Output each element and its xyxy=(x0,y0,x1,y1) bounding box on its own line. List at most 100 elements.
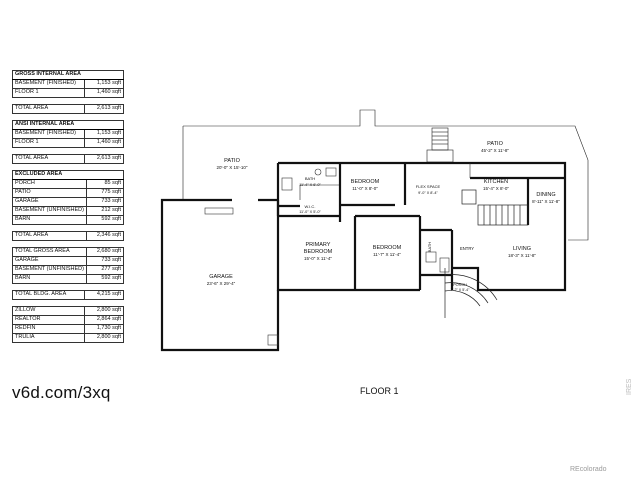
room-labels: PATIO 20'-0" X 15'-10" PATIO 45'-2" X 11… xyxy=(207,141,560,292)
bedroom2-dim: 11'-7" X 11'-4" xyxy=(373,252,401,257)
row-value: 1,730 sqft xyxy=(84,324,124,334)
wic-dim: 11'-0" X 5'-0" xyxy=(299,210,321,214)
garage-details xyxy=(204,207,279,346)
table-row: BASEMENT (FINISHED)1,153 sqft xyxy=(12,79,124,89)
row-value: 2,680 sqft xyxy=(85,247,125,257)
row-label: FLOOR 1 xyxy=(12,138,85,148)
bath2-name: BATH xyxy=(427,242,432,252)
garage-name: GARAGE xyxy=(209,274,233,280)
patio-right-name: PATIO xyxy=(487,141,503,147)
watermark: IRES xyxy=(626,378,633,395)
patio-right-dim: 45'-2" X 11'-8" xyxy=(481,148,509,153)
garage-dim: 23'-6" X 29'-4" xyxy=(207,281,236,286)
row-value: 592 sqft xyxy=(85,215,125,225)
short-url[interactable]: v6d.com/3xq xyxy=(12,383,111,402)
total-value: 2,613 sqft xyxy=(84,104,124,114)
bedroom1-dim: 11'-0" X 8'-0" xyxy=(352,186,378,191)
row-value: 1,153 sqft xyxy=(84,129,124,139)
table-title: EXCLUDED AREA xyxy=(12,170,124,180)
primary-dim: 15'-0" X 11'-4" xyxy=(304,256,332,261)
dining-name: DINING xyxy=(536,192,555,198)
row-value: 733 sqft xyxy=(85,256,125,266)
living-name: LIVING xyxy=(513,246,531,252)
table-title: GROSS INTERNAL AREA xyxy=(12,70,124,80)
row-label: PATIO xyxy=(12,188,87,198)
bedroom2-name: BEDROOM xyxy=(373,245,402,251)
porch-name: PORCH xyxy=(453,283,467,287)
bath-dim: 11'-4" X 6'-0" xyxy=(299,183,321,187)
row-label: FLOOR 1 xyxy=(12,88,85,98)
primary-name-2: BEDROOM xyxy=(304,249,333,255)
row-value: 1,460 sqft xyxy=(84,138,124,148)
listing-credit: REcolorado xyxy=(570,466,607,473)
total-value: 2,613 sqft xyxy=(84,154,124,164)
stair-rear xyxy=(426,127,454,163)
row-label: BARN xyxy=(12,215,87,225)
entry-name: ENTRY xyxy=(460,246,474,251)
total-value: 2,346 sqft xyxy=(85,231,125,241)
row-label: TRULIA xyxy=(12,333,85,343)
row-label: REDFIN xyxy=(12,324,85,334)
row-value: 2,800 sqft xyxy=(84,306,124,316)
flex-dim: 9'-0" X 8'-4" xyxy=(418,191,438,195)
row-value: 277 sqft xyxy=(85,265,125,275)
patio-left-name: PATIO xyxy=(224,158,240,164)
row-value: 4,215 sqft xyxy=(84,290,124,300)
row-label: GARAGE xyxy=(12,197,87,207)
table-row: BASEMENT (FINISHED)1,153 sqft xyxy=(12,129,124,139)
total-label: TOTAL AREA xyxy=(12,231,87,241)
house-walls xyxy=(276,161,567,292)
row-label: GARAGE xyxy=(12,256,87,266)
garage-walls xyxy=(160,198,280,352)
table-row: BASEMENT (UNFINISHED)212 sqft xyxy=(12,206,125,216)
porch-steps xyxy=(444,268,498,318)
kitchen-name: KITCHEN xyxy=(484,179,508,185)
row-label: ZILLOW xyxy=(12,306,85,316)
table-title: ANSI INTERNAL AREA xyxy=(12,120,124,130)
row-label: BASEMENT (UNFINISHED) xyxy=(12,206,87,216)
row-label: PORCH xyxy=(12,179,87,189)
row-value: 212 sqft xyxy=(85,206,125,216)
stair-interior xyxy=(461,189,529,226)
fixtures xyxy=(281,163,471,273)
dining-dim: 8'-11" X 11'-8" xyxy=(532,199,560,204)
row-label: BARN xyxy=(12,274,87,284)
row-label: TOTAL GROSS AREA xyxy=(12,247,87,257)
wic-name: W.I.C. xyxy=(305,204,316,209)
primary-name-1: PRIMARY xyxy=(306,242,331,248)
porch-dim: 7'-2" X 5'-4" xyxy=(451,288,470,292)
floor-plan: PATIO 20'-0" X 15'-10" PATIO 45'-2" X 11… xyxy=(160,109,589,352)
total-label: TOTAL AREA xyxy=(12,154,85,164)
total-label: TOTAL AREA xyxy=(12,104,85,114)
row-label: BASEMENT (FINISHED) xyxy=(12,129,85,139)
row-value: 1,460 sqft xyxy=(84,88,124,98)
row-value: 733 sqft xyxy=(85,197,125,207)
living-dim: 18'-3" X 11'-8" xyxy=(508,253,536,258)
row-label: BASEMENT (FINISHED) xyxy=(12,79,85,89)
row-label: TOTAL BLDG. AREA xyxy=(12,290,85,300)
table-row: BASEMENT (UNFINISHED)277 sqft xyxy=(12,265,125,275)
bedroom1-name: BEDROOM xyxy=(351,179,380,185)
